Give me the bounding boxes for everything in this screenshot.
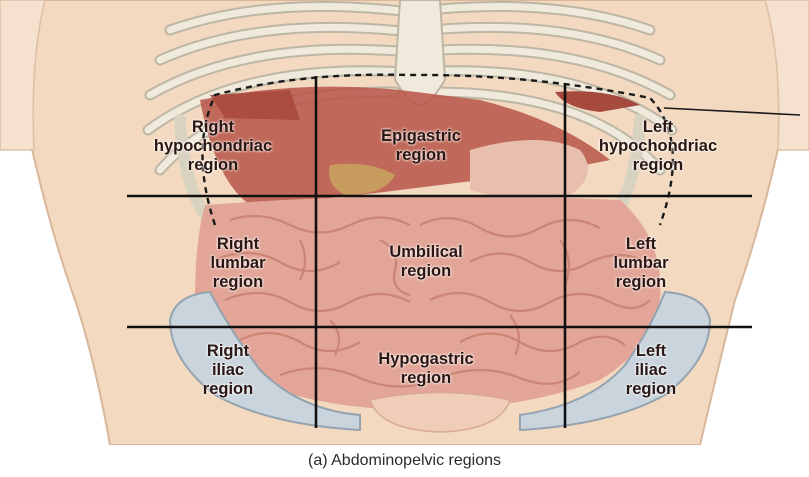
sternum bbox=[395, 0, 445, 105]
label-left-iliac: Left iliac region bbox=[556, 342, 746, 399]
label-left-hypochondriac: Left hypochondriac region bbox=[563, 118, 753, 175]
label-right-lumbar: Right lumbar region bbox=[143, 235, 333, 292]
label-right-iliac: Right iliac region bbox=[133, 342, 323, 399]
label-right-hypochondriac: Right hypochondriac region bbox=[118, 118, 308, 175]
label-hypogastric: Hypogastric region bbox=[331, 350, 521, 388]
label-umbilical: Umbilical region bbox=[331, 243, 521, 281]
label-epigastric: Epigastric region bbox=[326, 127, 516, 165]
figure-caption: (a) Abdominopelvic regions bbox=[0, 452, 809, 470]
liver-lobe-right bbox=[210, 90, 300, 120]
label-left-lumbar: Left lumbar region bbox=[546, 235, 736, 292]
